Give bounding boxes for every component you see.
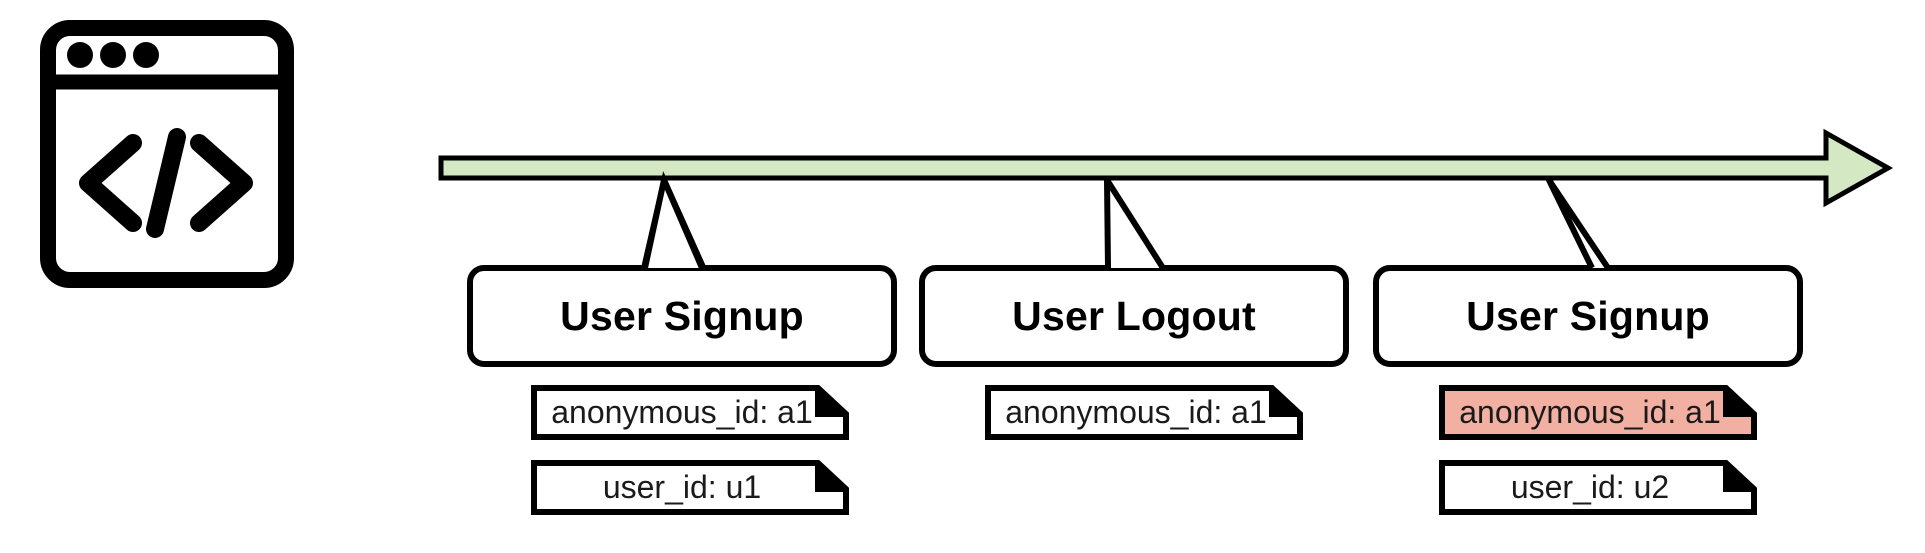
note-1-user-id[interactable] bbox=[531, 460, 849, 515]
event-3-box[interactable] bbox=[1373, 265, 1803, 367]
note-2-anonymous-id-fold-icon bbox=[1269, 388, 1300, 417]
code-right-bracket-icon bbox=[190, 134, 253, 232]
note-1-user-id-shape bbox=[531, 460, 849, 515]
event-1-group bbox=[467, 171, 897, 367]
window-dot-2-icon bbox=[100, 42, 126, 68]
code-left-bracket-icon bbox=[79, 134, 142, 232]
note-3-user-id-shape bbox=[1439, 460, 1757, 515]
note-3-anonymous-id-shape bbox=[1439, 385, 1757, 440]
note-1-anonymous-id[interactable] bbox=[531, 385, 849, 440]
code-slash-icon bbox=[146, 128, 186, 238]
event-2-box[interactable] bbox=[919, 265, 1349, 367]
event-2-tail-outline bbox=[1104, 177, 1166, 270]
window-dot-1-icon bbox=[67, 42, 93, 68]
time-arrow-shape bbox=[438, 128, 1894, 208]
code-window-icon bbox=[40, 20, 294, 288]
note-3-anonymous-id-fold-icon bbox=[1723, 388, 1754, 417]
note-3-anonymous-id[interactable] bbox=[1439, 385, 1757, 440]
event-3-group bbox=[1373, 177, 1803, 367]
event-2-group bbox=[919, 177, 1349, 367]
note-2-anonymous-id-shape bbox=[985, 385, 1303, 440]
note-2-anonymous-id[interactable] bbox=[985, 385, 1303, 440]
note-3-user-id[interactable] bbox=[1439, 460, 1757, 515]
event-1-box[interactable] bbox=[467, 265, 897, 367]
note-1-anonymous-id-shape bbox=[531, 385, 849, 440]
note-1-anonymous-id-fold-icon bbox=[815, 388, 846, 417]
window-dot-3-icon bbox=[133, 42, 159, 68]
note-1-user-id-fold-icon bbox=[815, 463, 846, 492]
note-3-user-id-fold-icon bbox=[1723, 463, 1754, 492]
event-3-tail-outline bbox=[1546, 177, 1611, 270]
time-arrow bbox=[438, 128, 1894, 208]
event-1-tail-outline bbox=[642, 177, 705, 270]
